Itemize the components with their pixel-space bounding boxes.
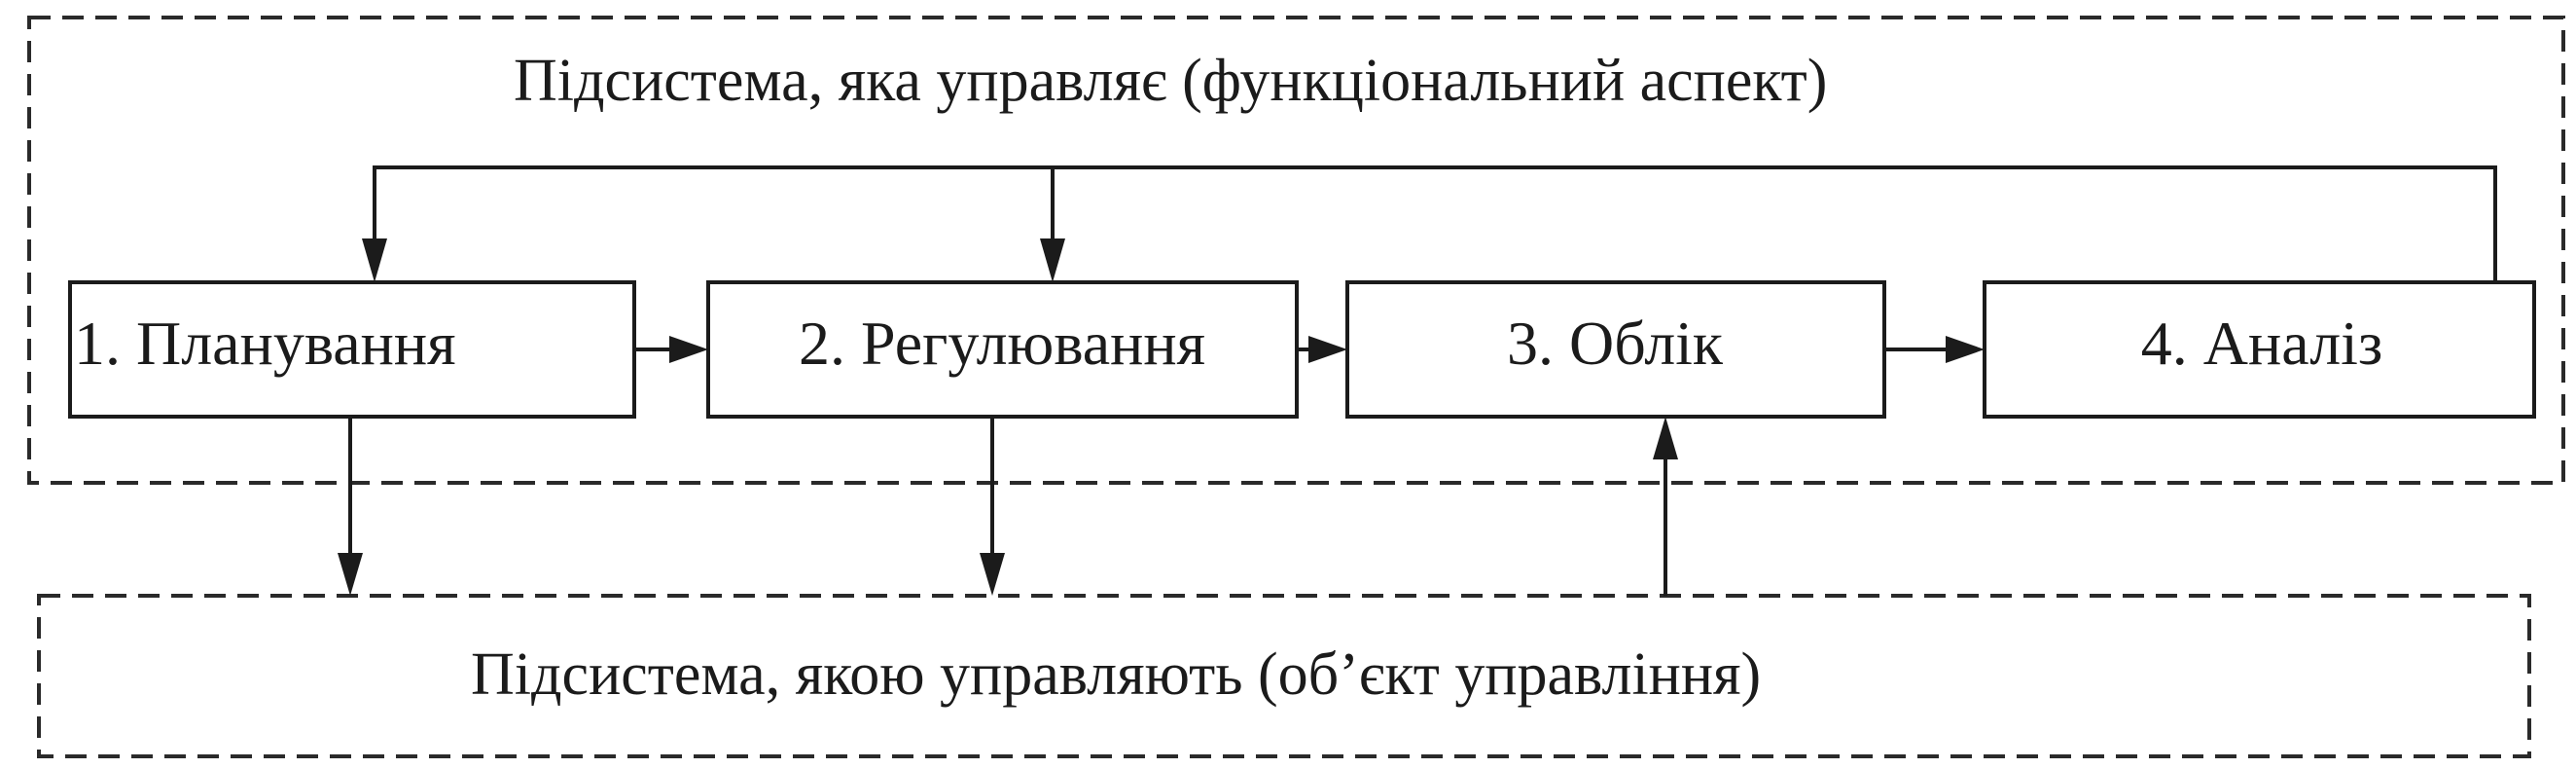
arrow-head-to-planning (362, 238, 387, 282)
arrow-head-1-2 (669, 336, 708, 363)
controlled-subsystem-title: Підсистема, якою управляють (об’єкт упра… (471, 641, 1762, 708)
arrow-head-to-accounting (1653, 417, 1678, 459)
control-subsystem-title: Підсистема, яка управляє (функціональний… (514, 48, 1828, 114)
arrow-head-3-4 (1946, 336, 1985, 363)
control-subsystem-frame (27, 16, 2565, 485)
stage-box-regulation (706, 280, 1299, 419)
stage-label-regulation: 2. Регулювання (798, 309, 1206, 378)
stage-label-planning: 1. Планування (74, 309, 456, 378)
feedback-line (373, 165, 2497, 282)
arrow-head-regulation-down (980, 553, 1005, 596)
arrow-head-to-regulation-top (1040, 238, 1065, 282)
arrow-head-planning-down (338, 553, 363, 596)
stage-label-accounting: 3. Облік (1507, 309, 1723, 378)
arrow-head-2-3 (1308, 336, 1347, 363)
stage-label-analysis: 4. Аналіз (2140, 309, 2383, 378)
controlled-subsystem-frame (37, 594, 2531, 758)
